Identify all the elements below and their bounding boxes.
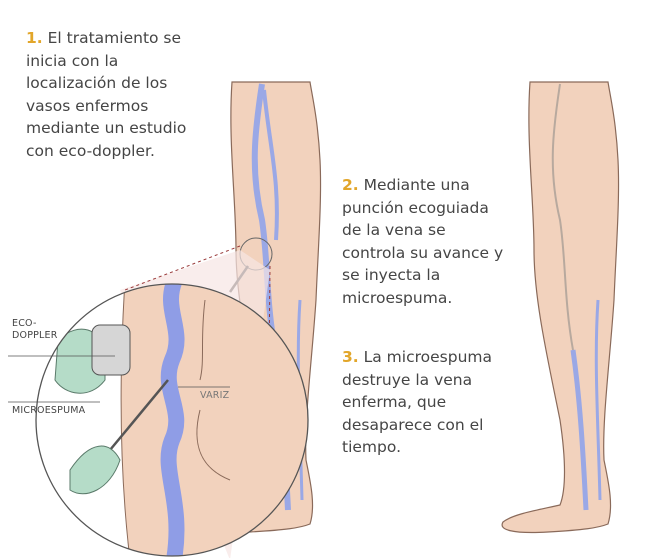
label-microespuma: MICROESPUMA bbox=[12, 405, 86, 416]
vein-branch bbox=[594, 299, 602, 501]
step-text: con eco-doppler. bbox=[26, 141, 155, 160]
step-text: mediante un estudio bbox=[26, 119, 187, 137]
step-number: 2. bbox=[342, 176, 359, 194]
zoom-line bbox=[124, 245, 241, 291]
label-line: ECO- bbox=[12, 318, 37, 329]
syringe-needle bbox=[109, 379, 169, 451]
leg-after-treatment bbox=[501, 81, 620, 534]
label-variz: VARIZ bbox=[200, 390, 230, 401]
step-text: se inyecta la bbox=[342, 266, 441, 284]
glove bbox=[69, 445, 121, 495]
step-text: tiempo. bbox=[342, 438, 401, 456]
step-text: enferma, que bbox=[342, 393, 447, 411]
variz-vein bbox=[160, 284, 185, 556]
step-text: La microespuma bbox=[363, 348, 492, 366]
magnified-view bbox=[36, 284, 308, 556]
step-number: 1. bbox=[26, 29, 43, 47]
step-2: 2. Mediante una punción ecoguiada de la … bbox=[342, 174, 503, 309]
label-line: DOPPLER bbox=[12, 330, 58, 341]
step-text: microespuma. bbox=[342, 288, 453, 307]
step-text: localización de los bbox=[26, 74, 168, 92]
step-text: de la vena se bbox=[342, 221, 446, 239]
step-3: 3. La microespuma destruye la vena enfer… bbox=[342, 346, 492, 459]
step-text: controla su avance y bbox=[342, 243, 504, 262]
step-text: El tratamiento se bbox=[47, 29, 182, 47]
eco-doppler-probe bbox=[91, 324, 131, 376]
step-text: Mediante una bbox=[363, 176, 470, 194]
vein-branch bbox=[262, 89, 279, 241]
vein-healthy bbox=[570, 349, 589, 511]
leg-2 bbox=[501, 81, 620, 534]
step-text: punción ecoguiada bbox=[342, 198, 489, 217]
step-text: destruye la vena bbox=[342, 370, 473, 389]
label-eco-doppler: ECO- DOPPLER bbox=[12, 318, 58, 342]
step-text: inicia con la bbox=[26, 51, 119, 70]
step-number: 3. bbox=[342, 348, 359, 366]
step-1: 1. El tratamiento se inicia con la local… bbox=[26, 27, 186, 162]
magnifier-circle bbox=[35, 283, 309, 557]
vein-faded bbox=[551, 83, 574, 351]
step-text: desaparece con el bbox=[342, 415, 484, 434]
step-text: vasos enfermos bbox=[26, 96, 149, 115]
